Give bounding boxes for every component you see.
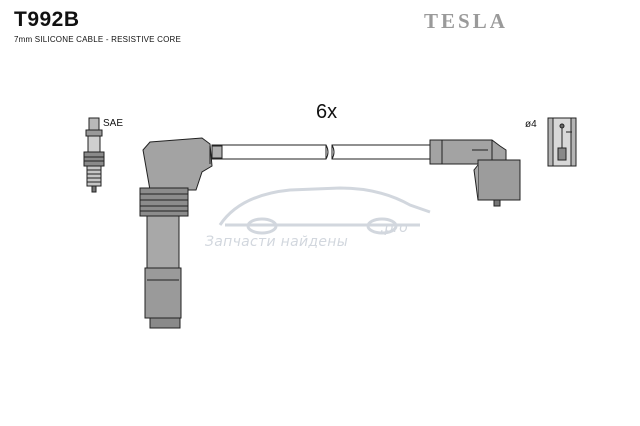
watermark-car-logo: .pro [218,186,431,236]
terminal-diameter-label: ø4 [525,119,537,130]
plug-standard-label: SAE [103,118,124,129]
watermark-text: Запчасти найдены [205,234,349,250]
spark-plug-icon [83,117,105,193]
svg-text:.pro: .pro [380,220,408,236]
part-number: T992B [14,8,80,31]
cable-description: 7mm SILICONE CABLE - RESISTIVE CORE [14,35,182,44]
spark-plug-boot [139,137,213,329]
coil-boot [429,139,521,207]
quantity-label: 6x [316,101,338,123]
cable [211,144,433,160]
brand-logo: TESLA [424,9,508,33]
terminal-detail [547,117,577,167]
